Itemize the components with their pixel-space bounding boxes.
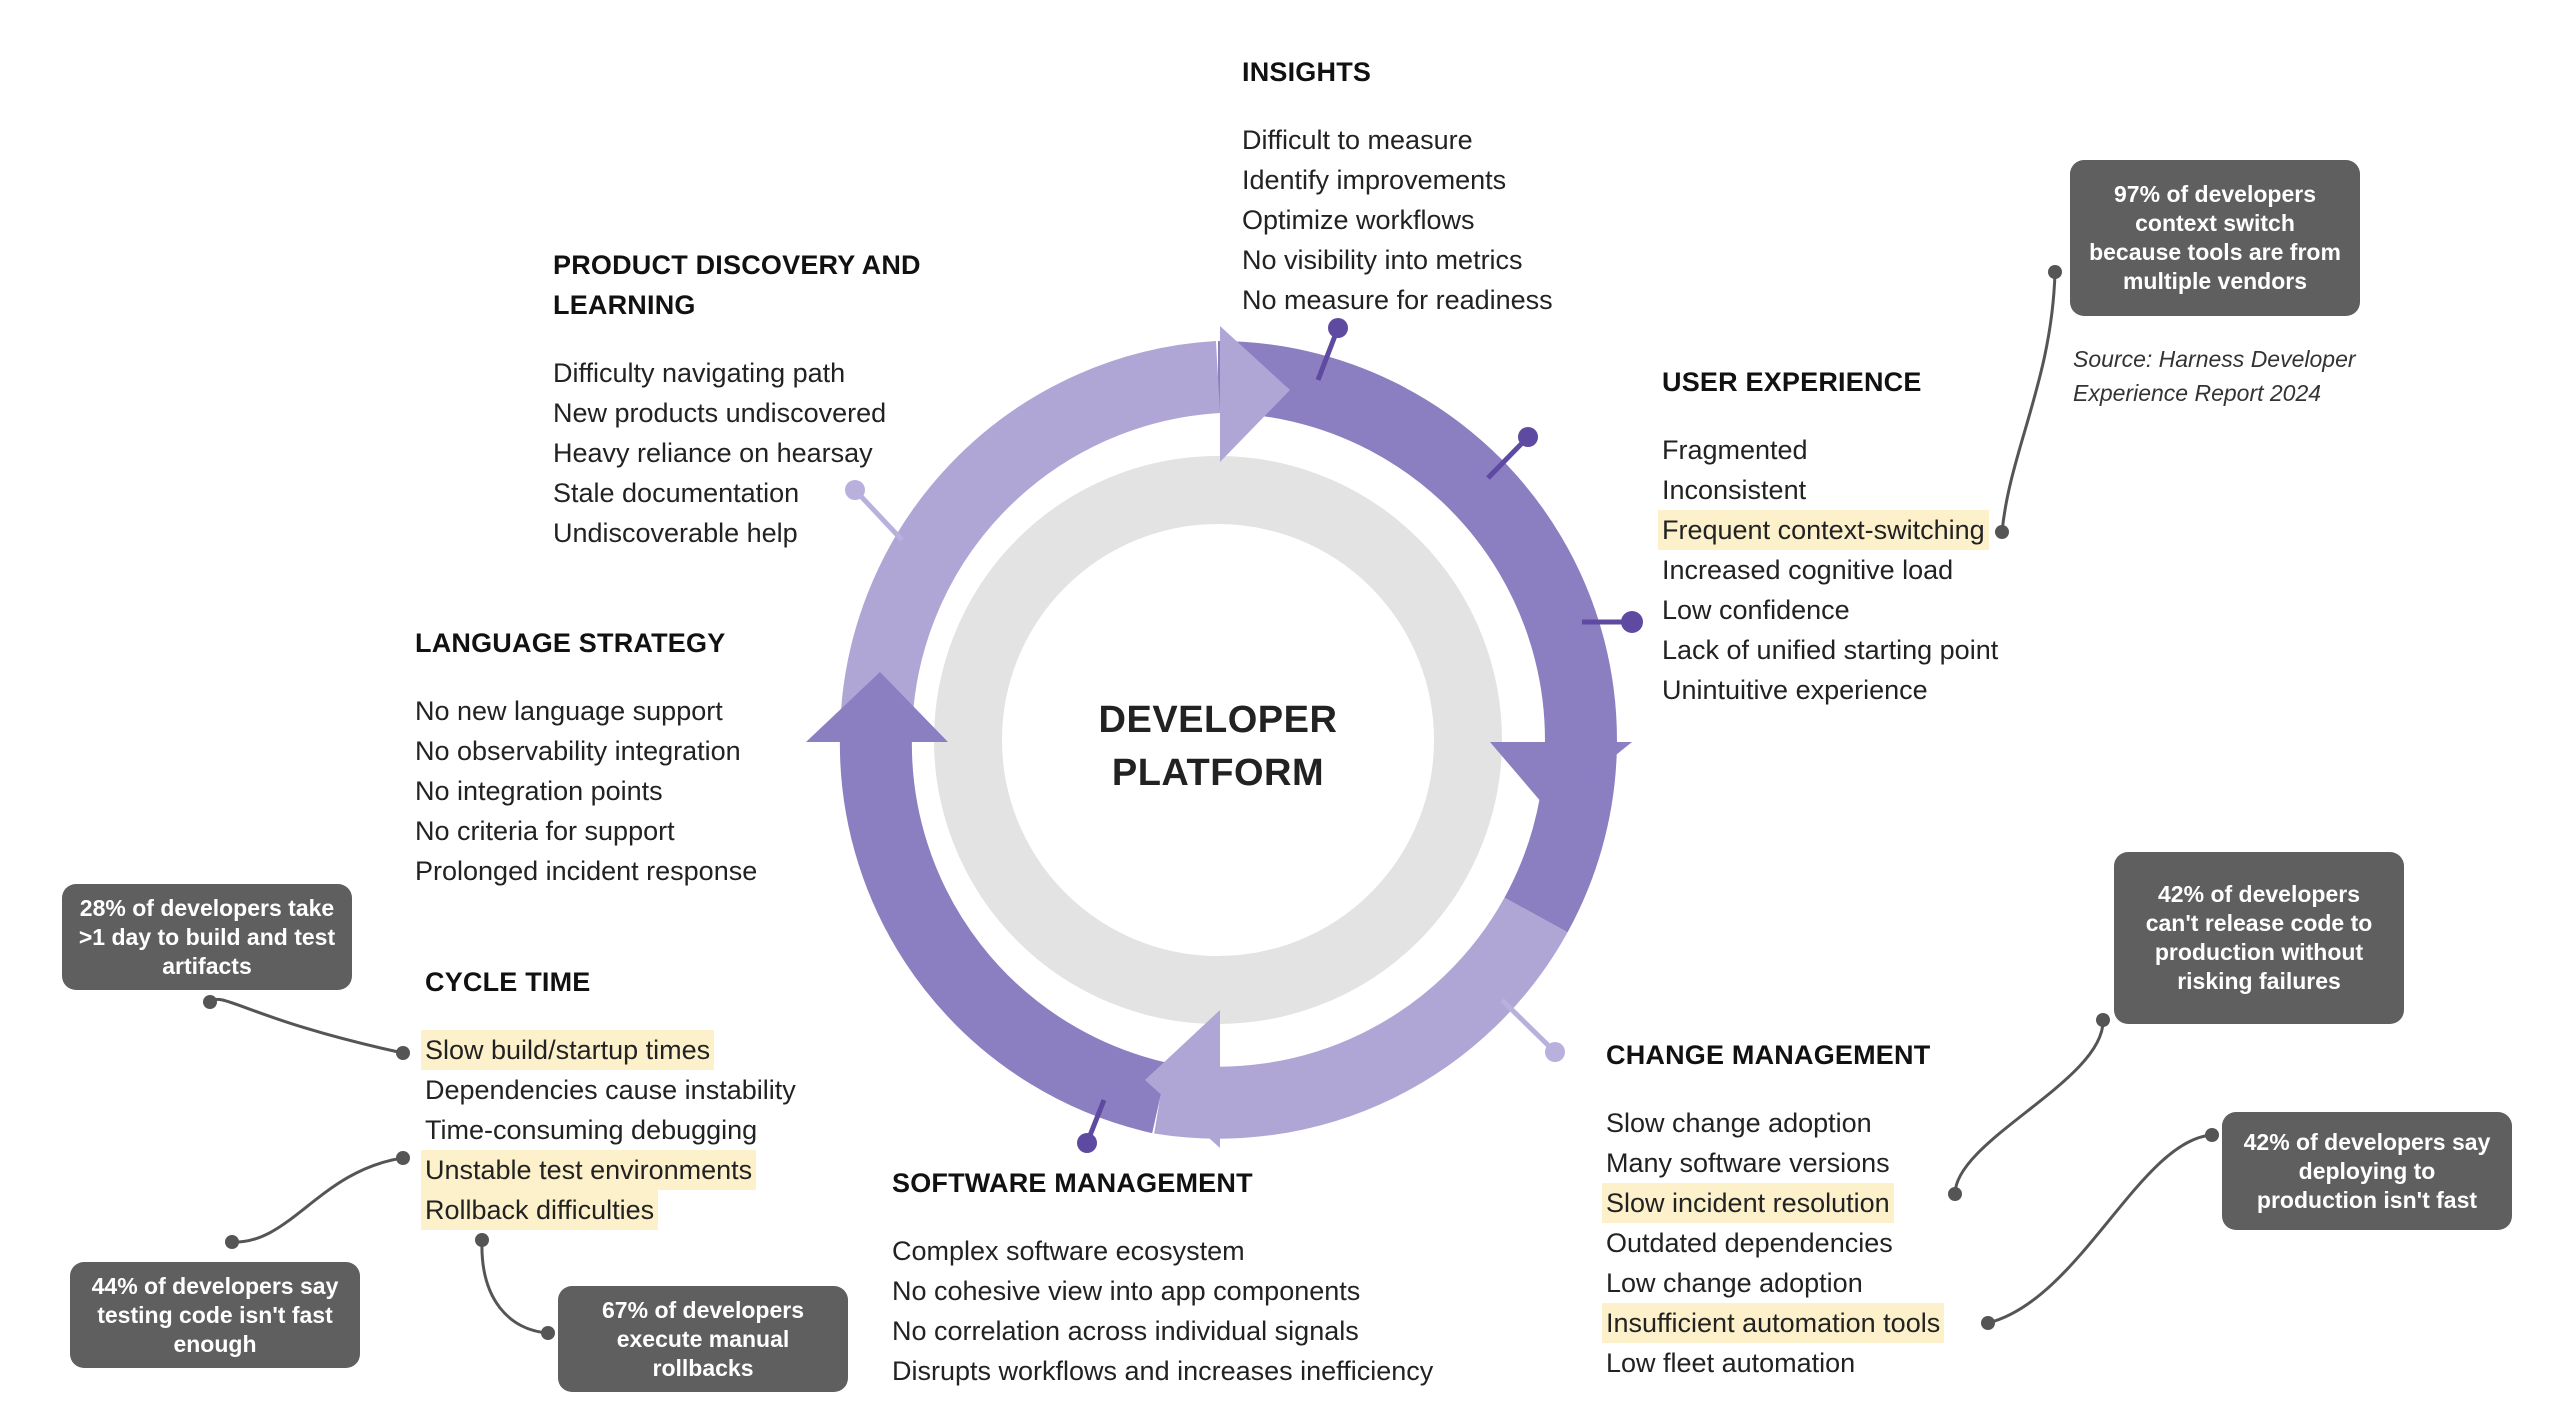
cycle-time-item-highlighted: Rollback difficulties [421, 1190, 659, 1230]
center-title: DEVELOPER PLATFORM [1078, 694, 1358, 800]
arc-top-left [840, 341, 1221, 735]
software-management-item: No correlation across individual signals [892, 1316, 1359, 1346]
product-discovery-item: New products undiscovered [553, 398, 887, 428]
callout-testing-code: 44% of developers say testing code isn't… [70, 1262, 360, 1368]
language-strategy-item: No integration points [415, 776, 663, 806]
section-language-strategy: LANGUAGE STRATEGY No new language suppor… [415, 623, 757, 891]
change-management-item: Slow change adoption [1606, 1108, 1872, 1138]
arrow-head-top [1220, 326, 1290, 462]
change-management-item: Low change adoption [1606, 1268, 1863, 1298]
section-insights: INSIGHTS Difficult to measure Identify i… [1242, 52, 1553, 320]
arc-bottom-left [839, 733, 1169, 1134]
insights-heading: INSIGHTS [1242, 57, 1372, 87]
cycle-time-item-highlighted: Slow build/startup times [421, 1030, 715, 1070]
software-management-item: No cohesive view into app components [892, 1276, 1361, 1306]
user-experience-item: Low confidence [1662, 595, 1850, 625]
cycle-time-item: Time-consuming debugging [425, 1115, 758, 1145]
product-discovery-item: Difficulty navigating path [553, 358, 846, 388]
section-cycle-time: CYCLE TIME Slow build/startup times Depe… [421, 962, 796, 1230]
user-experience-item-highlighted: Frequent context-switching [1658, 510, 1989, 550]
callout-context-switch: 97% of developers context switch because… [2070, 160, 2360, 316]
language-strategy-item: No criteria for support [415, 816, 675, 846]
source-line1: Source: Harness Developer [2073, 346, 2356, 372]
product-discovery-heading: PRODUCT DISCOVERY AND LEARNING [553, 245, 921, 325]
user-experience-item: Unintuitive experience [1662, 675, 1928, 705]
connector-context-switch [2000, 271, 2057, 533]
user-experience-dot-2 [1621, 611, 1643, 633]
user-experience-heading: USER EXPERIENCE [1662, 367, 1922, 397]
change-management-item: Low fleet automation [1606, 1348, 1856, 1378]
user-experience-item: Fragmented [1662, 435, 1808, 465]
inner-ring [934, 456, 1502, 1024]
insights-item: Optimize workflows [1242, 205, 1475, 235]
callout-release-code: 42% of developers can't release code to … [2114, 852, 2404, 1024]
center-title-line1: DEVELOPER [1098, 699, 1338, 741]
insights-item: Difficult to measure [1242, 125, 1473, 155]
arrow-head-right [1490, 742, 1632, 810]
change-management-item-highlighted: Insufficient automation tools [1602, 1303, 1945, 1343]
arrow-head-left [806, 672, 948, 742]
language-strategy-item: Prolonged incident response [415, 856, 758, 886]
language-strategy-heading: LANGUAGE STRATEGY [415, 628, 726, 658]
arc-bottom-right [1154, 897, 1568, 1139]
source-note: Source: Harness Developer Experience Rep… [2073, 342, 2356, 410]
callout-build-test: 28% of developers take >1 day to build a… [62, 884, 352, 990]
user-experience-dot-1 [1518, 427, 1538, 447]
product-discovery-item: Undiscoverable help [553, 518, 798, 548]
product-discovery-dot [845, 480, 865, 500]
software-management-dot [1077, 1133, 1097, 1153]
arrow-head-bottom [1145, 1010, 1220, 1148]
section-product-discovery: PRODUCT DISCOVERY AND LEARNING Difficult… [553, 245, 921, 553]
connector-manual-rollbacks [480, 1239, 549, 1335]
connector-testing-code [231, 1156, 404, 1244]
user-experience-item: Inconsistent [1662, 475, 1807, 505]
cycle-time-heading: CYCLE TIME [425, 967, 591, 997]
center-title-line2: PLATFORM [1111, 752, 1325, 794]
source-line2: Experience Report 2024 [2073, 380, 2322, 406]
section-change-management: CHANGE MANAGEMENT Slow change adoption M… [1602, 1035, 1945, 1383]
connector-build-test [208, 997, 404, 1055]
software-management-item: Disrupts workflows and increases ineffic… [892, 1356, 1434, 1386]
section-user-experience: USER EXPERIENCE Fragmented Inconsistent … [1658, 362, 1999, 710]
callout-deploying: 42% of developers say deploying to produ… [2222, 1112, 2512, 1230]
cycle-time-item-highlighted: Unstable test environments [421, 1150, 757, 1190]
cycle-time-item: Dependencies cause instability [425, 1075, 796, 1105]
callout-manual-rollbacks: 67% of developers execute manual rollbac… [558, 1286, 848, 1392]
product-discovery-heading-line2: LEARNING [553, 290, 696, 320]
section-software-management: SOFTWARE MANAGEMENT Complex software eco… [892, 1163, 1433, 1391]
software-management-heading: SOFTWARE MANAGEMENT [892, 1168, 1253, 1198]
change-management-item: Many software versions [1606, 1148, 1890, 1178]
connector-release-code [1953, 1019, 2105, 1195]
insights-item: Identify improvements [1242, 165, 1507, 195]
product-discovery-item: Stale documentation [553, 478, 800, 508]
change-management-dot [1545, 1042, 1565, 1062]
change-management-heading: CHANGE MANAGEMENT [1606, 1040, 1931, 1070]
insights-item: No measure for readiness [1242, 285, 1553, 315]
change-management-item: Outdated dependencies [1606, 1228, 1893, 1258]
language-strategy-item: No new language support [415, 696, 723, 726]
user-experience-item: Lack of unified starting point [1662, 635, 1999, 665]
insights-dot [1328, 318, 1348, 338]
language-strategy-item: No observability integration [415, 736, 741, 766]
software-management-item: Complex software ecosystem [892, 1236, 1245, 1266]
product-discovery-item: Heavy reliance on hearsay [553, 438, 873, 468]
insights-item: No visibility into metrics [1242, 245, 1523, 275]
product-discovery-heading-line1: PRODUCT DISCOVERY AND [553, 250, 921, 280]
arc-top-right [1217, 341, 1617, 933]
connector-deploying [1987, 1133, 2213, 1325]
user-experience-item: Increased cognitive load [1662, 555, 1954, 585]
change-management-item-highlighted: Slow incident resolution [1602, 1183, 1894, 1223]
